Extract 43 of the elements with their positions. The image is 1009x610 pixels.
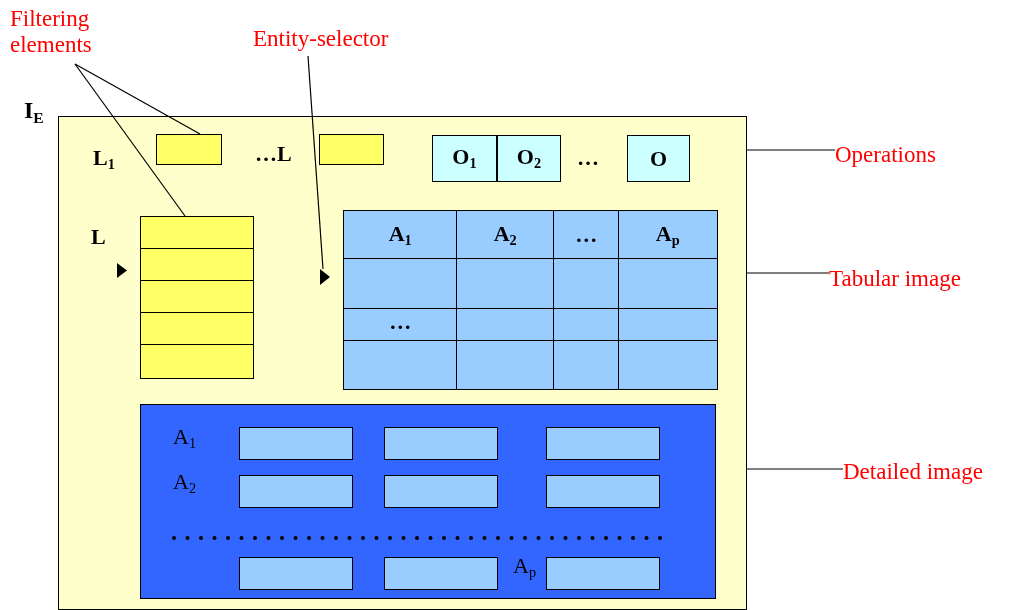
column-header: A$_{p}$ (618, 210, 718, 260)
filter-field (319, 134, 384, 165)
selector-triangle (320, 269, 330, 285)
attribute-label: A$_{1}$ (173, 424, 197, 453)
selector-triangle (117, 263, 127, 278)
panel-title: I$_{E}$ (24, 97, 44, 127)
leader-line (746, 149, 836, 151)
value-field (546, 475, 660, 508)
callout-text: Tabular image (829, 266, 989, 296)
value-field (239, 427, 353, 460)
operation-button: O$_{1}$ (432, 135, 497, 182)
value-field (384, 427, 498, 460)
attribute-label: A$_{p}$ (513, 553, 537, 582)
column-header: … (553, 210, 620, 260)
callout-text: Detailed image (843, 459, 1009, 489)
leader-line (74, 63, 186, 217)
attribute-label: A$_{2}$ (173, 469, 197, 498)
value-field (384, 557, 498, 590)
ellipsis-text: … (389, 309, 412, 335)
leader-line (746, 272, 830, 274)
value-field (239, 557, 353, 590)
filter-field (156, 134, 222, 165)
ellipsis-text: … (577, 145, 599, 171)
callout-text: Operations (835, 142, 960, 172)
detail-panel (140, 404, 716, 599)
column-header: A$_{1}$ (343, 210, 458, 260)
field-label: …L (255, 141, 292, 167)
value-field (239, 475, 353, 508)
leader-line (74, 63, 201, 135)
leader-line (307, 55, 324, 270)
data-table (343, 210, 716, 388)
list-box (140, 216, 254, 379)
operation-button: O (627, 135, 690, 182)
leader-line (746, 468, 844, 470)
field-label: L (91, 224, 106, 250)
value-field (384, 475, 498, 508)
operation-button: O$_{2}$ (497, 135, 561, 182)
column-header: A$_{2}$ (456, 210, 555, 260)
callout-text: Filtering elements (10, 6, 122, 64)
field-label: L$_{1}$ (93, 145, 115, 174)
value-field (546, 557, 660, 590)
callout-text: Entity-selector (253, 26, 418, 56)
value-field (546, 427, 660, 460)
